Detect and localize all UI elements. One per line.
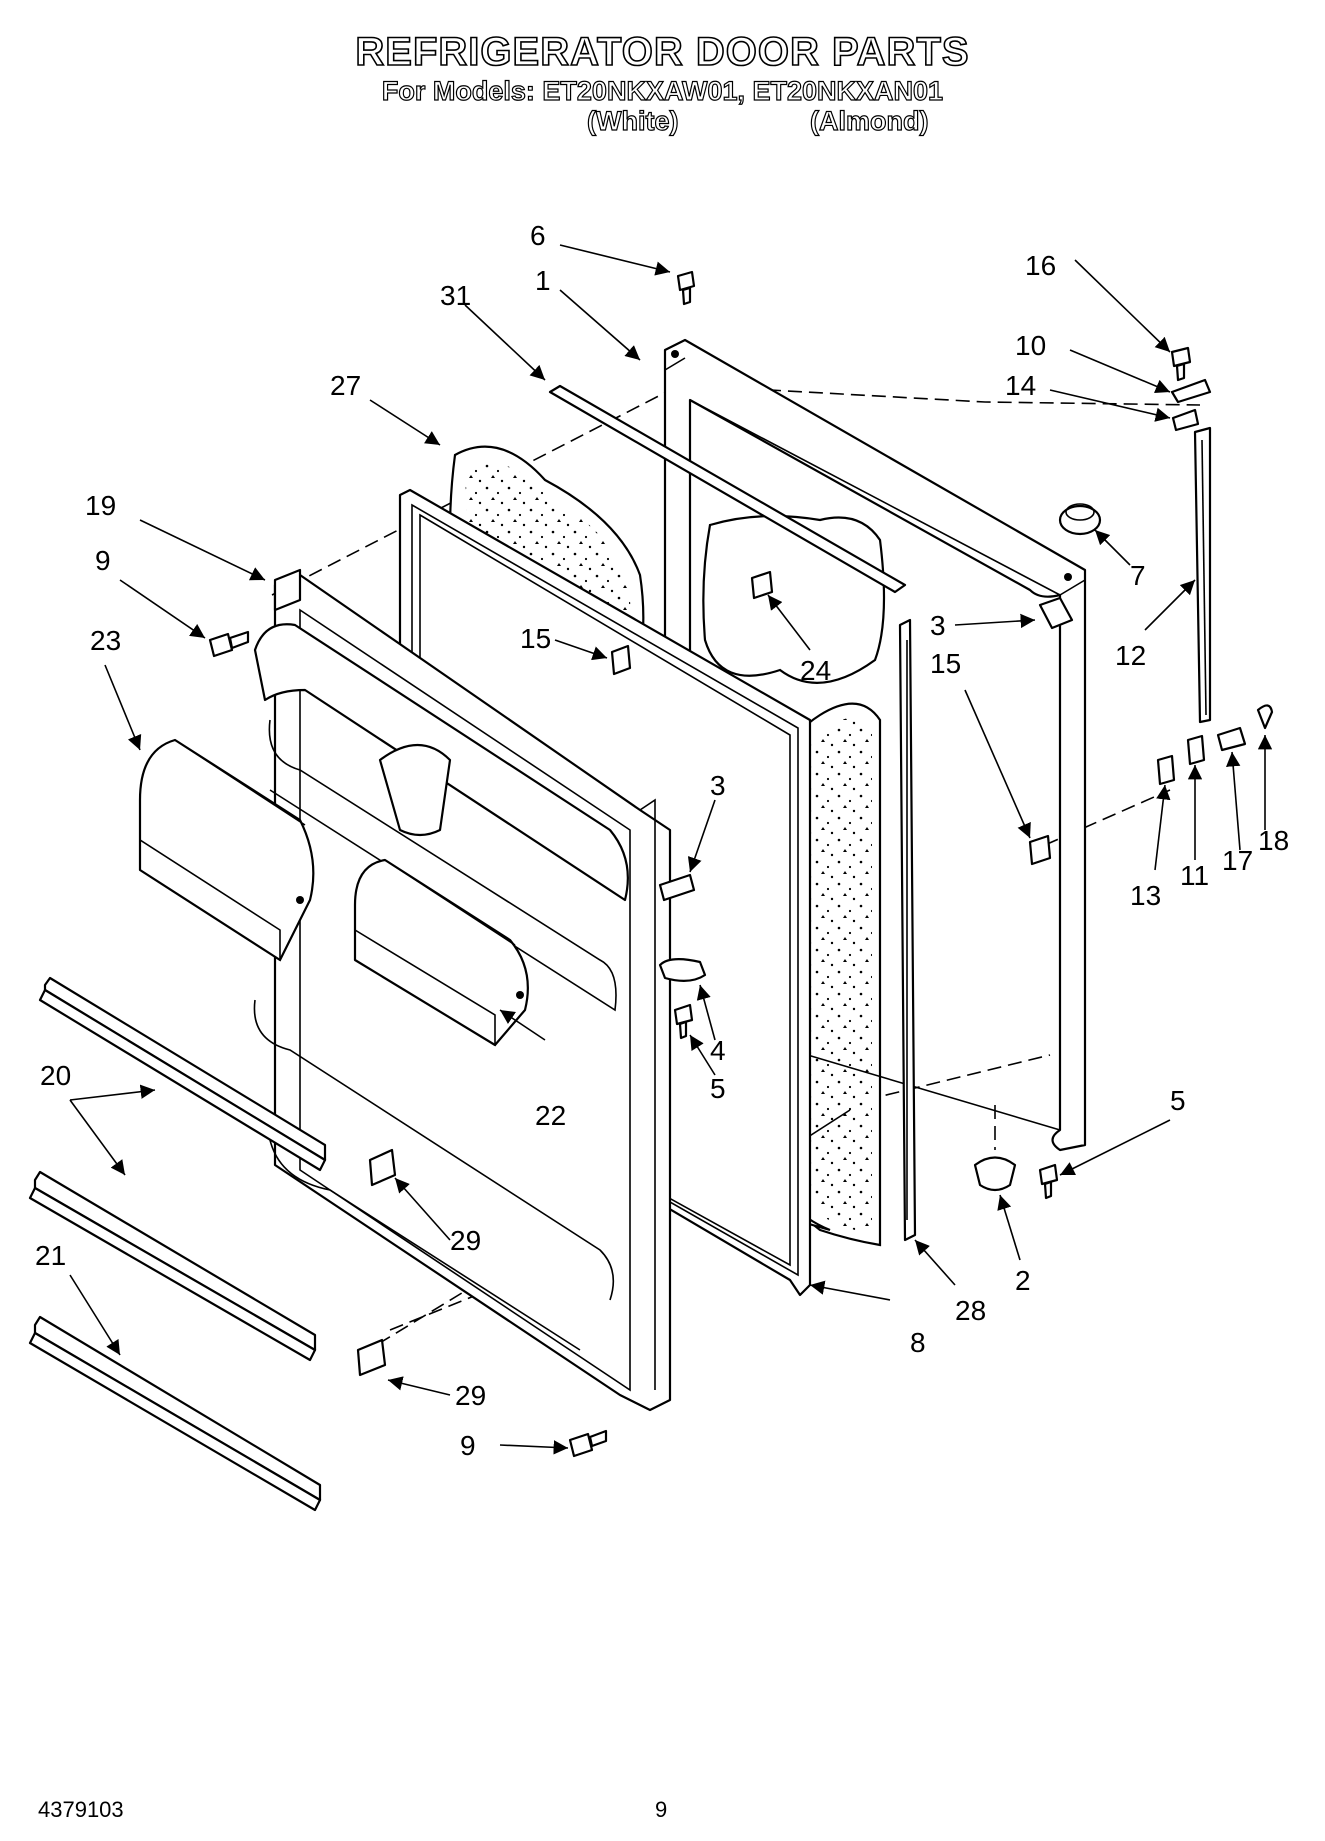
shelf-end-caps [356,1148,397,1377]
callout-4: 4 [710,1035,726,1066]
callout-6: 6 [530,220,546,251]
callout-27: 27 [330,370,361,401]
page-title: REFRIGERATOR DOOR PARTS [355,29,970,75]
callout-23: 23 [90,625,121,656]
shelf-trim-strips [28,976,327,1512]
callout-29-upper: 29 [450,1225,481,1256]
callout-20: 20 [40,1060,71,1091]
callout-10: 10 [1015,330,1046,361]
callout-22: 22 [535,1100,566,1131]
hinge-bar [1193,426,1212,724]
callout-11: 11 [1180,860,1209,891]
gasket-strip [898,618,917,1242]
callout-labels: 6 1 31 27 19 9 23 15 24 16 10 14 7 12 3 … [35,220,1289,1461]
callout-13: 13 [1130,880,1161,911]
callout-14: 14 [1005,370,1036,401]
callout-3-right: 3 [930,610,946,641]
callout-9-upper: 9 [95,545,111,576]
leader-arrows [69,244,1273,1455]
callout-8: 8 [910,1327,926,1358]
models-line: For Models: ET20NKXAW01, ET20NKXAN01 [381,75,944,106]
door-shelf-upper [138,738,315,962]
callout-21: 21 [35,1240,66,1271]
callout-18: 18 [1258,825,1289,856]
callout-12: 12 [1115,640,1146,671]
document-number: 4379103 [38,1797,124,1822]
callout-9-lower: 9 [460,1430,476,1461]
callout-5-right: 5 [1170,1085,1186,1116]
callout-31: 31 [440,280,471,311]
callout-2: 2 [1015,1265,1031,1296]
hardware [208,270,1274,1458]
callout-7: 7 [1130,560,1146,591]
callout-29-lower: 29 [455,1380,486,1411]
callout-28: 28 [955,1295,986,1326]
callout-3-left: 3 [710,770,726,801]
callout-5-left: 5 [710,1073,726,1104]
variant-white: (White) [586,105,679,136]
variant-almond: (Almond) [809,105,929,136]
callout-15-right: 15 [930,648,961,679]
callout-19: 19 [85,490,116,521]
callout-16: 16 [1025,250,1056,281]
callout-24: 24 [800,655,831,686]
callout-17: 17 [1222,845,1253,876]
page-number: 9 [655,1797,668,1822]
callout-1: 1 [535,265,551,296]
door-shelf-lower [353,858,529,1047]
callout-15-left: 15 [520,623,551,654]
